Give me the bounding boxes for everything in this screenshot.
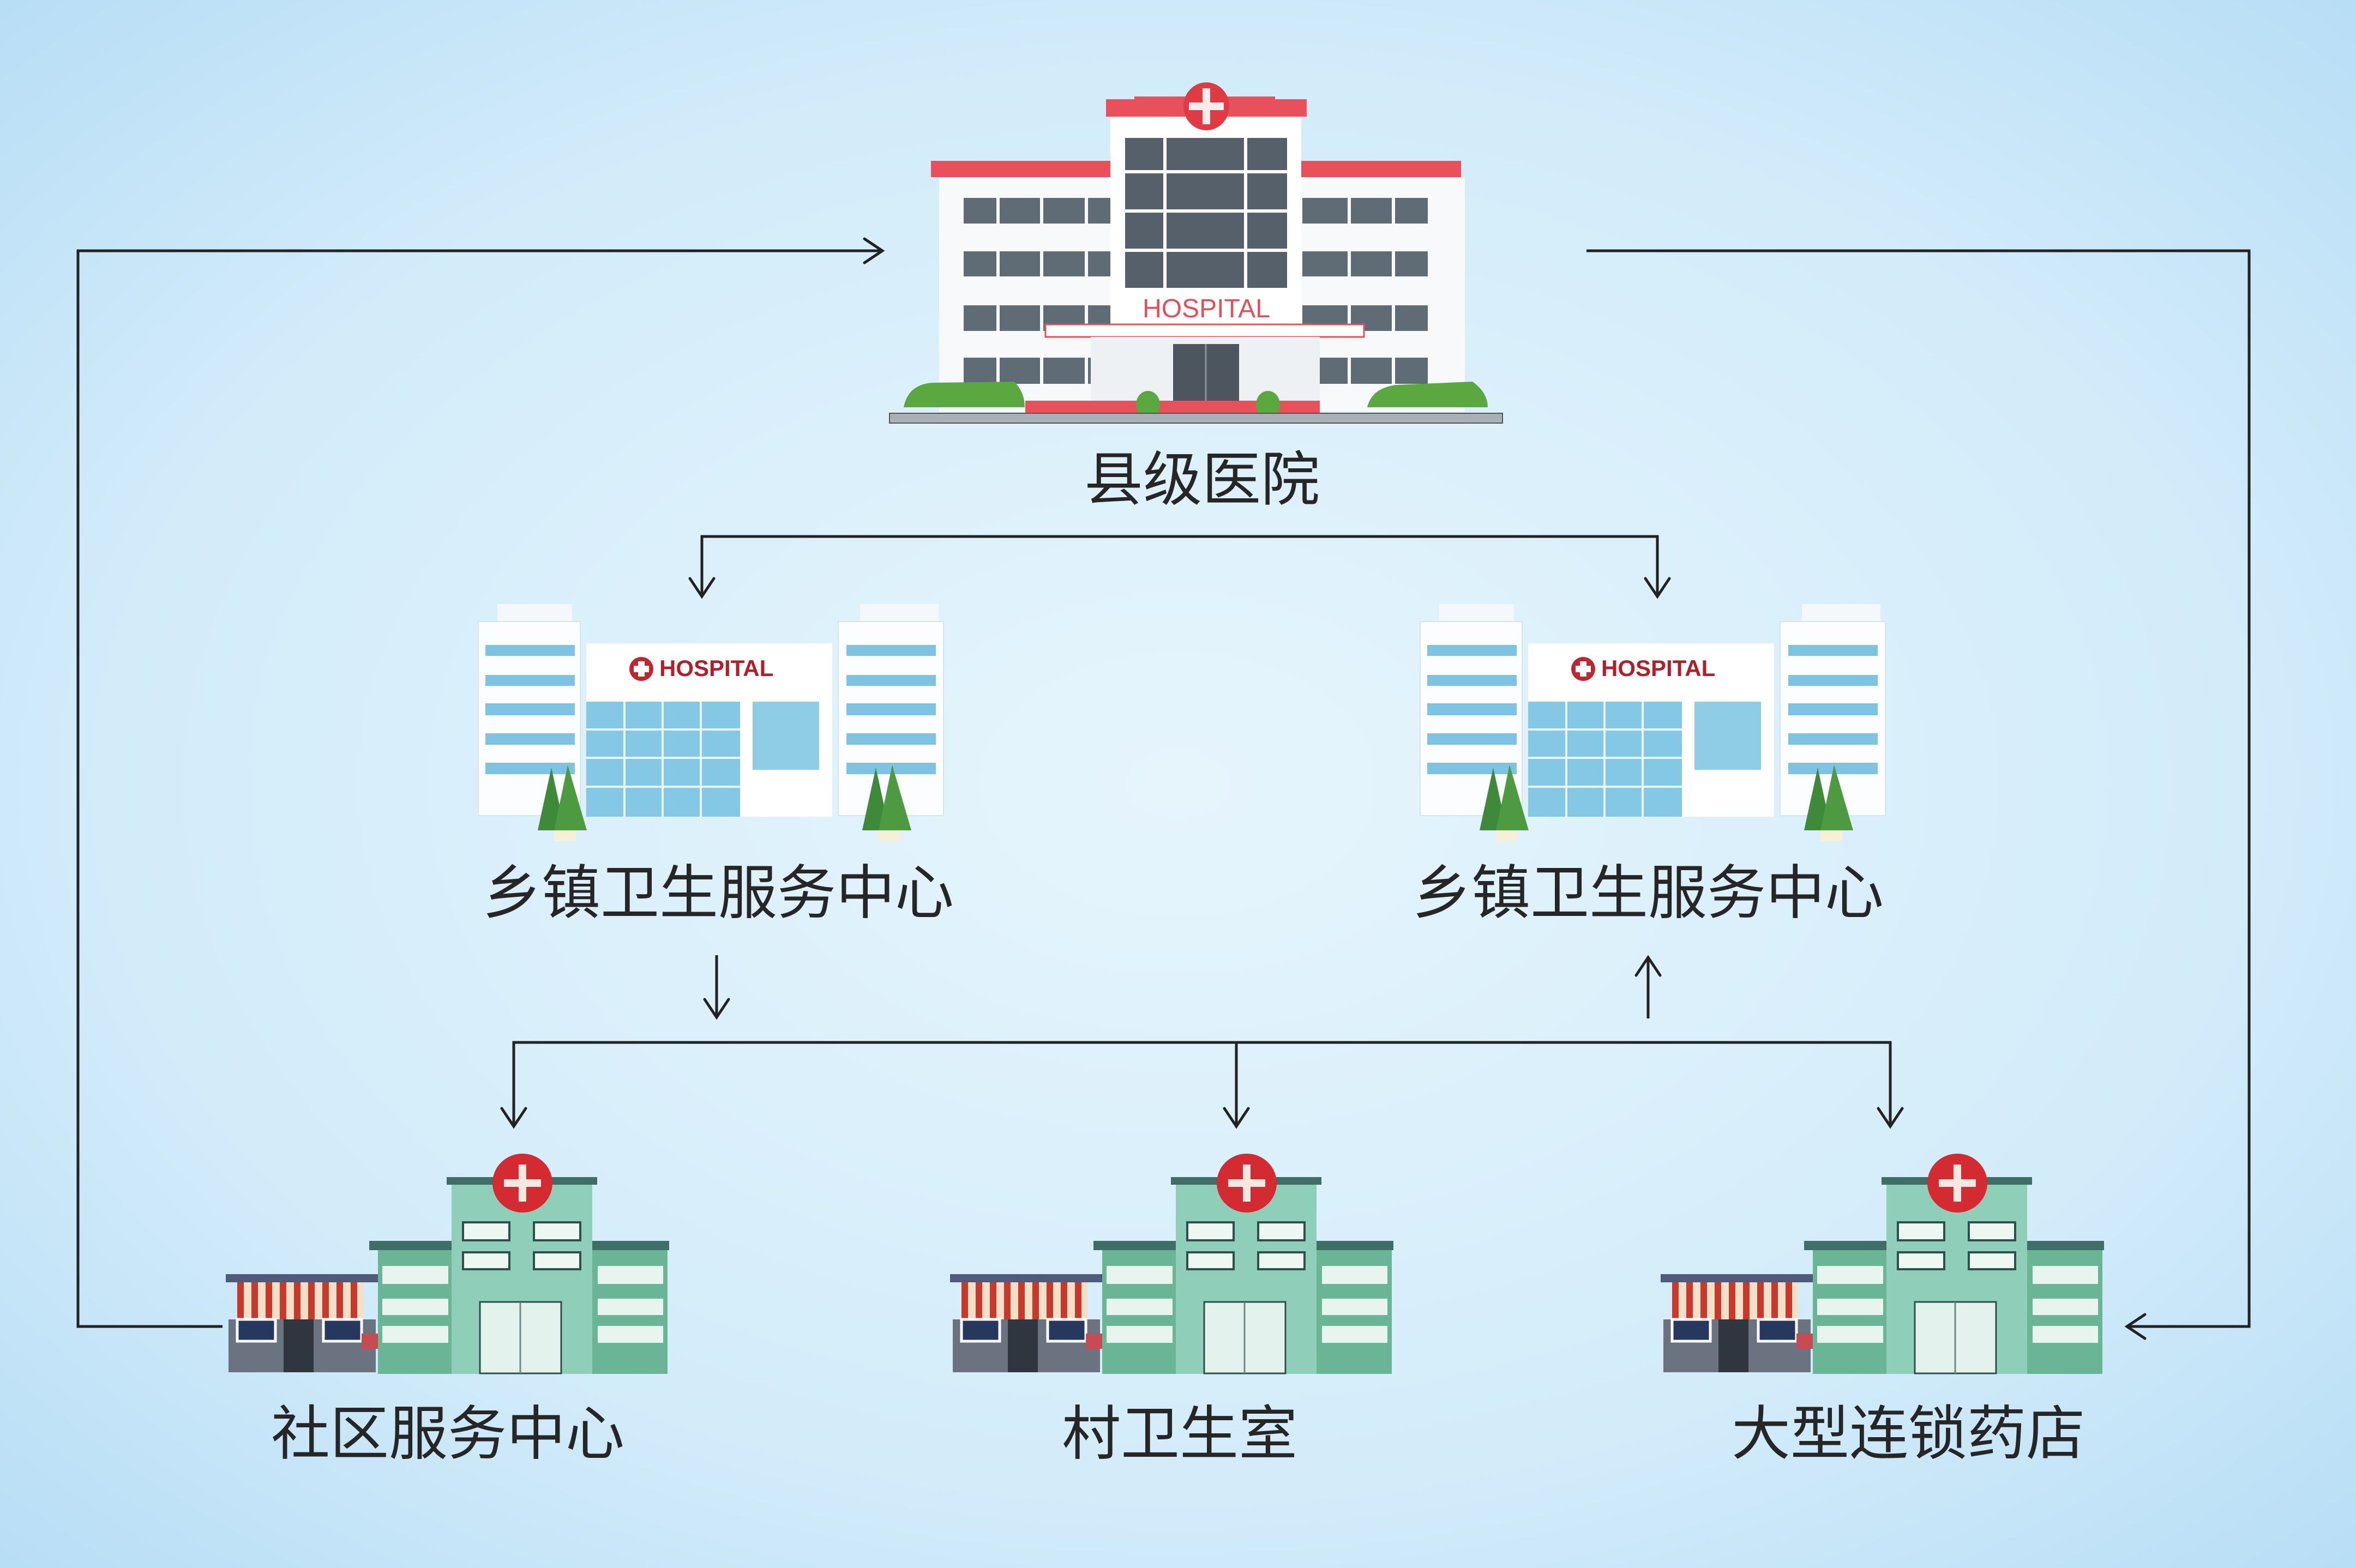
- edge-county-to-townships: [700, 535, 1659, 596]
- county-hospital-node: HOSPITAL 县级医院: [889, 82, 1503, 514]
- hospital-sign-text: HOSPITAL: [659, 655, 773, 681]
- township-left-node: HOSPITAL 乡镇卫生服务中心: [477, 603, 954, 927]
- edge-community-to-county: [76, 249, 882, 1328]
- community-node: 社区服务中心: [226, 1154, 669, 1468]
- edge-county-to-pharmacy: [1586, 249, 2251, 1328]
- arrowhead-right-icon: [863, 237, 885, 264]
- edges: [76, 237, 2251, 1340]
- pharmacy-label: 大型连锁药店: [1732, 1400, 2085, 1468]
- community-label: 社区服务中心: [271, 1400, 624, 1468]
- arrowhead-down-icon: [703, 998, 730, 1020]
- township-right-label: 乡镇卫生服务中心: [1413, 859, 1884, 927]
- edge-to-grassroots: [512, 1041, 1892, 1126]
- arrowhead-left-icon: [2124, 1313, 2147, 1340]
- arrowhead-down-icon: [1644, 577, 1671, 599]
- pharmacy-node: 大型连锁药店: [1661, 1154, 2104, 1468]
- hospital-building-icon: HOSPITAL: [889, 82, 1503, 424]
- hospital-sign-text: HOSPITAL: [1143, 294, 1270, 323]
- arrowhead-down-icon: [500, 1107, 527, 1129]
- arrowhead-down-icon: [1223, 1107, 1250, 1129]
- county-hospital-label: 县级医院: [1084, 446, 1320, 514]
- hospital-sign-text: HOSPITAL: [1601, 655, 1715, 681]
- township-left-label: 乡镇卫生服务中心: [483, 859, 954, 927]
- arrowhead-down-icon: [688, 577, 716, 599]
- arrowhead-down-icon: [1877, 1107, 1904, 1129]
- arrowhead-up-icon: [1634, 955, 1662, 977]
- village-node: 村卫生室: [950, 1154, 1393, 1468]
- township-right-node: HOSPITAL 乡镇卫生服务中心: [1413, 603, 1886, 927]
- village-label: 村卫生室: [1062, 1400, 1297, 1468]
